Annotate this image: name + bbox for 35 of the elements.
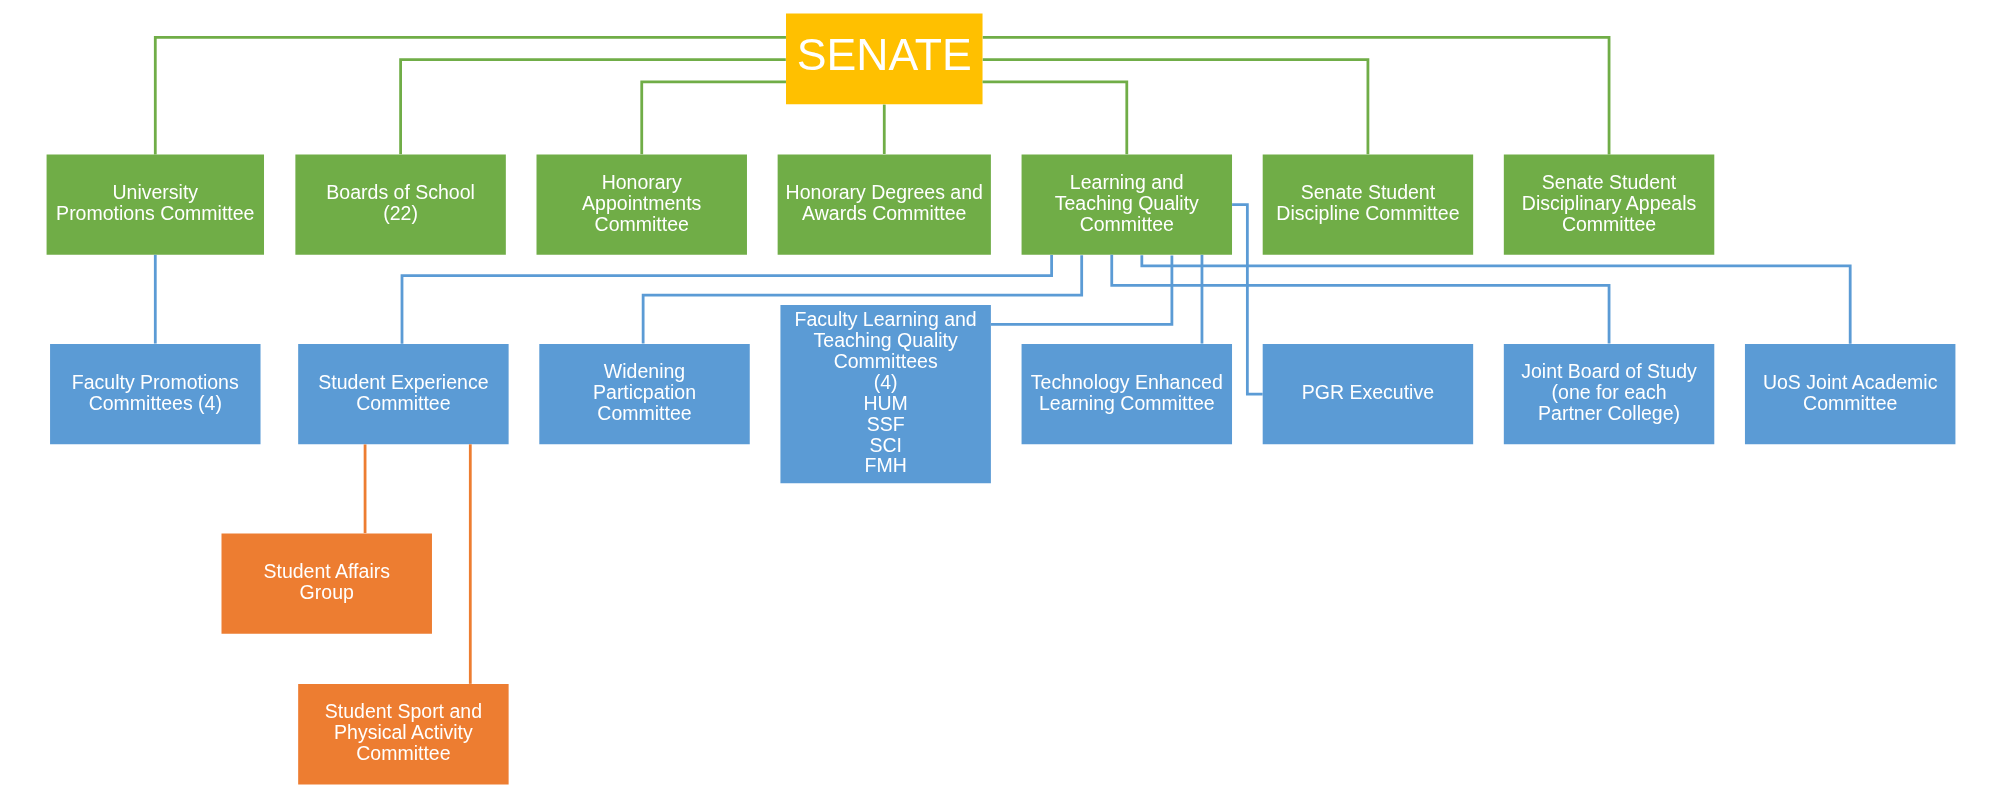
connector <box>641 255 1084 344</box>
connector <box>982 80 1129 155</box>
connector <box>640 80 786 155</box>
connector <box>1110 254 1611 344</box>
connector <box>991 255 1174 326</box>
connector <box>400 255 1053 344</box>
connector <box>982 58 1370 155</box>
node-box: Faculty Promotions Committees (4) <box>50 343 261 445</box>
node-box: UoS Joint Academic Committee <box>1744 343 1956 445</box>
connector <box>1140 255 1852 344</box>
connector <box>363 444 367 534</box>
node-box: Boards of School (22) <box>295 154 506 255</box>
node-box: PGR Executive <box>1262 343 1474 445</box>
node-box: Senate Student Disciplinary Appeals Committee <box>1503 154 1715 255</box>
connector <box>1200 254 1204 344</box>
connector <box>153 35 786 155</box>
node-box: SENATE <box>786 13 983 105</box>
connector <box>1232 203 1263 396</box>
node-box: Learning and Teaching Quality Committee <box>1021 154 1233 255</box>
node-box: Student Sport and Physical Activity Committee <box>298 684 509 785</box>
node-box: Technology Enhanced Learning Committee <box>1021 343 1233 445</box>
node-box: Honorary Appointments Committee <box>536 154 747 255</box>
node-box: Widening Particpation Committee <box>539 343 750 445</box>
connector <box>468 444 472 684</box>
connector <box>153 254 157 344</box>
node-box: Honorary Degrees and Awards Committee <box>777 154 991 255</box>
node-box: Senate Student Discipline Committee <box>1262 154 1474 255</box>
node-box: Joint Board of Study (one for each Partner College) <box>1503 343 1715 445</box>
connector <box>882 104 886 154</box>
node-box: Student Experience Committee <box>298 343 509 445</box>
connector <box>399 58 786 155</box>
connector <box>982 35 1611 155</box>
node-box: Faculty Learning and Teaching Quality Committees (4) HUM SSF SCI FMH <box>780 304 991 484</box>
node-box: University Promotions Committee <box>46 154 264 255</box>
node-box: Student Affairs Group <box>221 533 432 634</box>
